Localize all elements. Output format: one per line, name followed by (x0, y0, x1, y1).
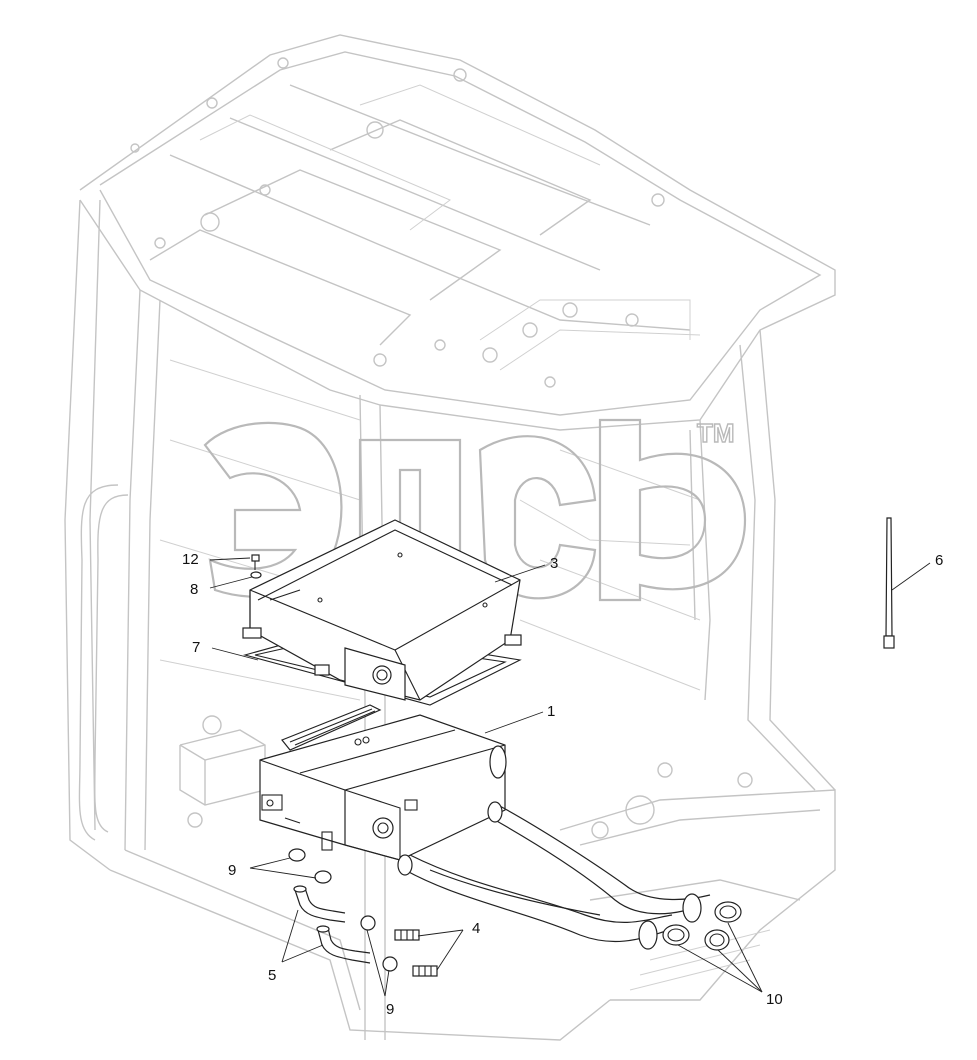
callout-6: 6 (935, 552, 943, 569)
fitting-part (394, 929, 438, 977)
callout-9-upper: 9 (228, 862, 236, 879)
callout-3: 3 (550, 555, 558, 572)
callout-labels: 12 8 7 3 1 6 9 5 9 4 10 (182, 551, 943, 1018)
callout-5: 5 (268, 967, 276, 984)
callout-9-lower: 9 (386, 1001, 394, 1018)
washer-part (250, 571, 262, 579)
cover-part (242, 519, 522, 701)
leader-lines (209, 557, 931, 997)
elbow-hose-part (293, 885, 371, 964)
callout-1: 1 (547, 703, 555, 720)
callout-4: 4 (472, 920, 480, 937)
callout-10: 10 (766, 991, 783, 1008)
heater-unit-part (259, 704, 507, 861)
watermark-logo: TM (203, 417, 747, 602)
cab-frame (64, 34, 836, 1041)
callout-7: 7 (192, 639, 200, 656)
trademark-mark: TM (697, 418, 735, 448)
small-clamp-part (288, 848, 398, 972)
callout-12: 12 (182, 551, 199, 568)
cable-tie-part (883, 517, 895, 649)
hose-clamp-part (662, 901, 742, 951)
hose-assembly (397, 801, 711, 950)
callout-8: 8 (190, 581, 198, 598)
bolt-part (251, 554, 260, 570)
